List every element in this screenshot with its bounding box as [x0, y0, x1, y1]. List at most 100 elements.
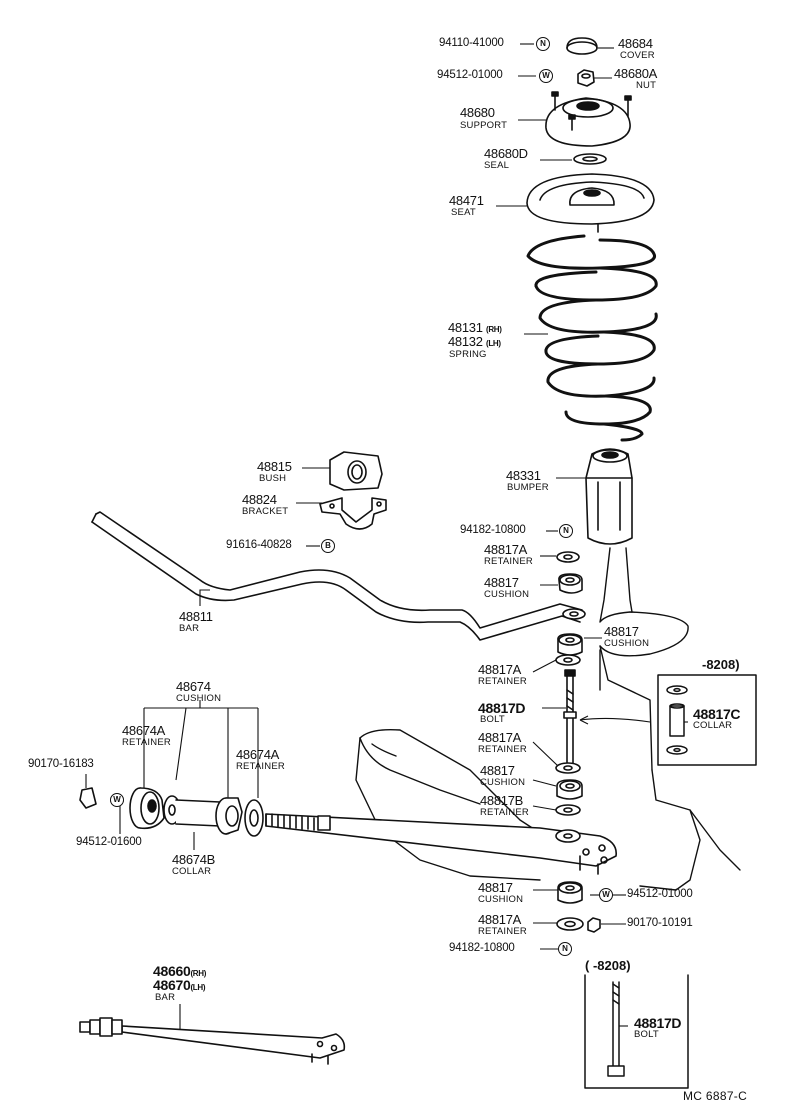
badge-w-94512c: W: [599, 888, 613, 902]
part-num-48817-1: 48817: [484, 575, 519, 590]
seat-48471-drawing: [526, 173, 655, 233]
part-num-48680: 48680: [460, 105, 495, 120]
part-name-cover: COVER: [620, 50, 655, 61]
part-name-support: SUPPORT: [460, 120, 508, 131]
ref-94110-41000: 94110-41000: [439, 37, 504, 49]
support-48680-drawing: [545, 91, 632, 147]
stab-link-lower-stack-drawing: [555, 633, 583, 666]
part-name-retainer-1: RETAINER: [484, 556, 533, 567]
leader-lines: [85, 43, 688, 1030]
part-name-spring: SPRING: [449, 349, 487, 360]
part-name-retainer-48674a-right: RETAINER: [236, 761, 285, 772]
part-num-48680d: 48680D: [484, 146, 528, 161]
part-num-48660: 48660(RH): [153, 963, 207, 979]
part-name-retainer-2: RETAINER: [478, 676, 527, 687]
strut-housing-outline: [599, 547, 741, 891]
part-name-cushion-48674: CUSHION: [176, 693, 222, 704]
part-num-48824: 48824: [242, 492, 277, 507]
bumper-48331-drawing: [585, 448, 633, 545]
part-num-48670: 48670(LH): [153, 977, 206, 993]
stab-link-bolt-drawing: [563, 669, 577, 765]
part-name-seat: SEAT: [451, 207, 476, 218]
part-num-48674: 48674: [176, 679, 211, 694]
badge-n-94182b: N: [558, 942, 572, 956]
part-name-bush: BUSH: [259, 473, 287, 484]
part-name-rod-bar: BAR: [155, 992, 176, 1003]
ref-90170-16183: 90170-16183: [28, 758, 94, 770]
part-num-48331: 48331: [506, 468, 541, 483]
suffix-lh-rod: (LH): [190, 983, 206, 992]
strut-bar-cushion-set-drawing: [79, 787, 264, 837]
part-name-cushion-3: CUSHION: [480, 777, 526, 788]
part-name-retainer-48674a-left: RETAINER: [122, 737, 171, 748]
suffix-rh: (RH): [485, 325, 502, 334]
part-num-48811: 48811: [179, 609, 213, 624]
part-num-48132: 48132 (LH): [448, 334, 501, 349]
part-num-48817c: 48817C: [693, 706, 741, 722]
strut-rod-assembly-drawing: [265, 813, 617, 875]
stab-link-bottom-stack-drawing: [556, 881, 601, 933]
part-num-48817a-3: 48817A: [478, 730, 522, 745]
badge-w-94512b: W: [110, 793, 124, 807]
inset-box-collar: [657, 674, 757, 766]
part-name-bumper: BUMPER: [507, 482, 549, 493]
strut-bar-48660-drawing: [79, 1017, 346, 1065]
ref-91616-40828: 91616-40828: [226, 539, 292, 551]
part-num-48817-4: 48817: [478, 880, 513, 895]
seal-48680d-drawing: [573, 153, 607, 165]
part-num-48674a-left: 48674A: [122, 723, 166, 738]
part-num-48817b: 48817B: [480, 793, 524, 808]
part-name-bolt: BOLT: [480, 714, 505, 725]
part-num-48131: 48131 (RH): [448, 320, 502, 335]
stab-link-upper-stack-drawing: [556, 551, 583, 594]
part-num-48684: 48684: [618, 36, 653, 51]
badge-w-94512a: W: [539, 69, 553, 83]
part-num-48817d-inset: 48817D: [634, 1015, 682, 1031]
part-num-48815: 48815: [257, 459, 292, 474]
part-num-48817-2: 48817: [604, 624, 639, 639]
part-name-collar-inset: COLLAR: [693, 720, 733, 731]
inset-range-top: -8208): [702, 657, 740, 672]
part-num-48680a: 48680A: [614, 66, 658, 81]
suffix-lh: (LH): [485, 339, 501, 348]
part-name-bolt-inset: BOLT: [634, 1029, 659, 1040]
lower-control-arm-outline: [355, 728, 601, 881]
part-name-seal: SEAL: [484, 160, 510, 171]
ref-94182-10800-top: 94182-10800: [460, 524, 526, 536]
part-num-48674a-right: 48674A: [236, 747, 280, 762]
nut-48680a-drawing: [577, 69, 595, 87]
bracket-48824-drawing: [319, 497, 387, 530]
inset-range-bottom: ( -8208): [585, 958, 631, 973]
ref-94512-01600: 94512-01600: [76, 836, 142, 848]
part-name-bar: BAR: [179, 623, 200, 634]
ref-94512-01000-top: 94512-01000: [437, 69, 503, 81]
part-name-bracket: BRACKET: [242, 506, 289, 517]
part-num-48817a-1: 48817A: [484, 542, 528, 557]
badge-n-94182a: N: [559, 524, 573, 538]
inset-box-bolt: [584, 974, 689, 1089]
diagram-code: MC 6887-C: [683, 1089, 748, 1103]
part-name-cushion-1: CUSHION: [484, 589, 530, 600]
part-num-48674b: 48674B: [172, 852, 216, 867]
part-name-cushion-2: CUSHION: [604, 638, 650, 649]
ref-94512-01000-bottom: 94512-01000: [627, 888, 693, 900]
part-num-48471: 48471: [449, 193, 484, 208]
badge-n-94110: N: [536, 37, 550, 51]
part-name-retainer-4: RETAINER: [478, 926, 527, 937]
part-num-48817a-2: 48817A: [478, 662, 522, 677]
ref-90170-10191: 90170-10191: [627, 917, 693, 929]
ref-94182-10800-bottom: 94182-10800: [449, 942, 515, 954]
part-name-nut: NUT: [636, 80, 657, 91]
coil-spring-drawing: [526, 234, 658, 442]
badge-b-91616: B: [321, 539, 335, 553]
part-name-collar-48674b: COLLAR: [172, 866, 212, 877]
part-name-retainer-b: RETAINER: [480, 807, 529, 818]
part-name-retainer-3: RETAINER: [478, 744, 527, 755]
stab-link-mid-stack-drawing: [555, 762, 583, 816]
bush-48815-drawing: [329, 451, 383, 491]
cover-48684-drawing: [566, 37, 598, 55]
suffix-rh-rod: (RH): [190, 969, 207, 978]
part-num-48817a-4: 48817A: [478, 912, 522, 927]
stabilizer-bar-48811-drawing: [91, 511, 586, 641]
